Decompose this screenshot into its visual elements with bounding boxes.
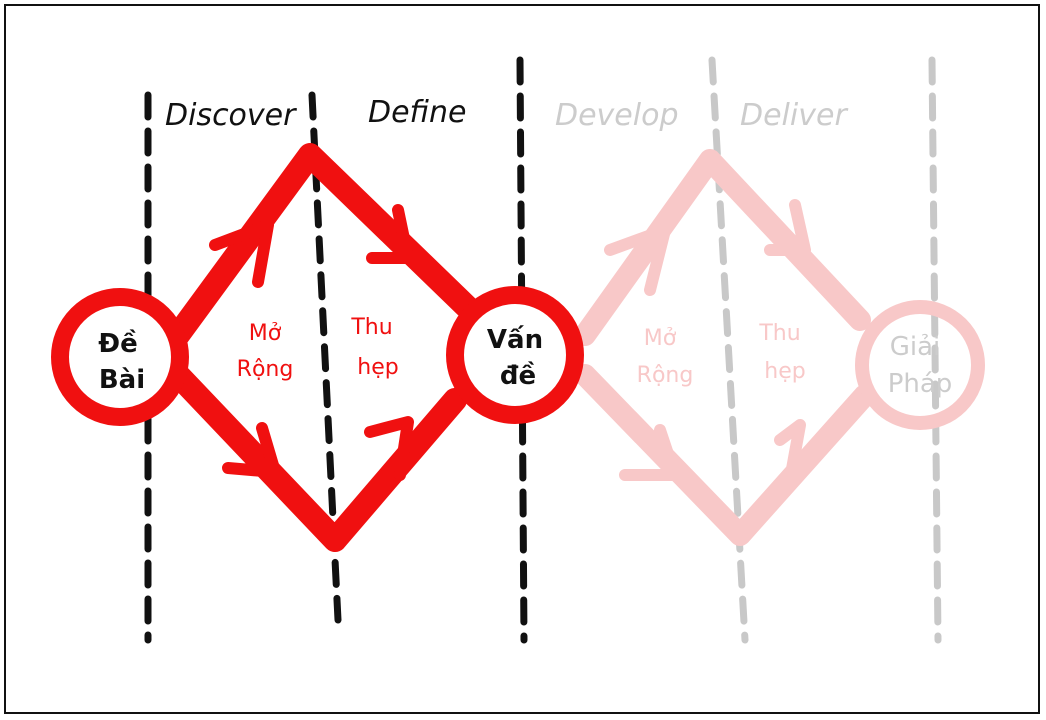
start-label-1: Đề — [98, 328, 137, 359]
diamond-1 — [166, 143, 482, 552]
start-label-2: Bài — [99, 365, 145, 395]
divider-4 — [708, 56, 749, 644]
d2-expand-1: Mở — [644, 326, 677, 351]
problem-node — [446, 286, 584, 424]
divider-5 — [928, 56, 942, 644]
phase-label-define: Define — [368, 95, 466, 130]
d1-narrow-2: hẹp — [357, 355, 398, 380]
phase-label-develop: Develop — [555, 98, 679, 133]
problem-label-2: đề — [500, 360, 536, 391]
start-node — [51, 288, 189, 426]
diamond-2 — [574, 149, 876, 546]
d2-narrow-2: hẹp — [764, 359, 805, 384]
d2-expand-2: Rộng — [637, 363, 694, 388]
phase-label-deliver: Deliver — [740, 98, 848, 133]
solution-label-1: Giải — [890, 332, 941, 362]
d2-narrow-1: Thu — [758, 321, 800, 346]
phase-label-discover: Discover — [165, 98, 297, 133]
solution-node — [855, 300, 985, 430]
problem-label-1: Vấn — [487, 324, 543, 355]
d1-expand-1: Mở — [249, 321, 282, 346]
d1-narrow-1: Thu — [350, 315, 392, 340]
d1-expand-2: Rộng — [237, 357, 294, 382]
solution-label-2: Pháp — [888, 369, 953, 399]
